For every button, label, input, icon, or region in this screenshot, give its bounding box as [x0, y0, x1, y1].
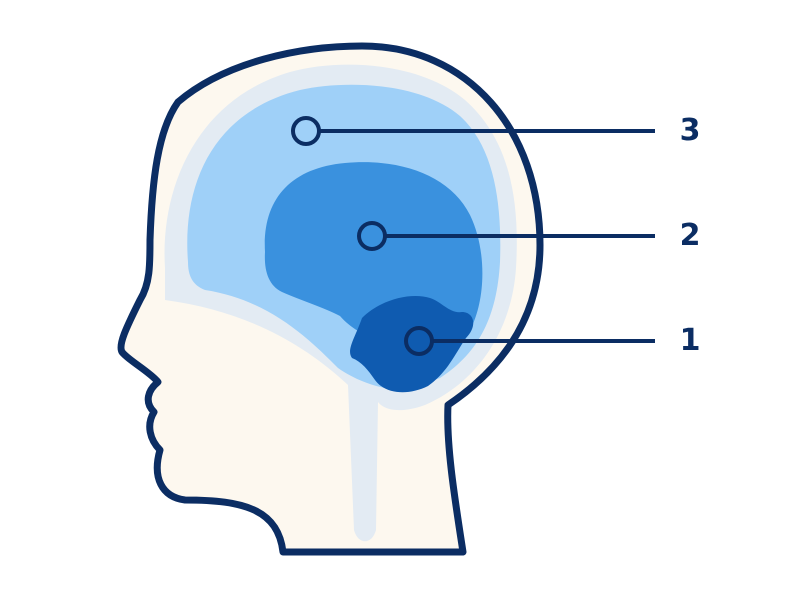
- callout-marker-3: [291, 116, 321, 146]
- callout-marker-2: [357, 221, 387, 251]
- callout-marker-1: [404, 326, 434, 356]
- callout-number-1: 1: [679, 323, 701, 358]
- callout-number-3: 3: [679, 113, 701, 148]
- callout-number-2: 2: [679, 218, 701, 253]
